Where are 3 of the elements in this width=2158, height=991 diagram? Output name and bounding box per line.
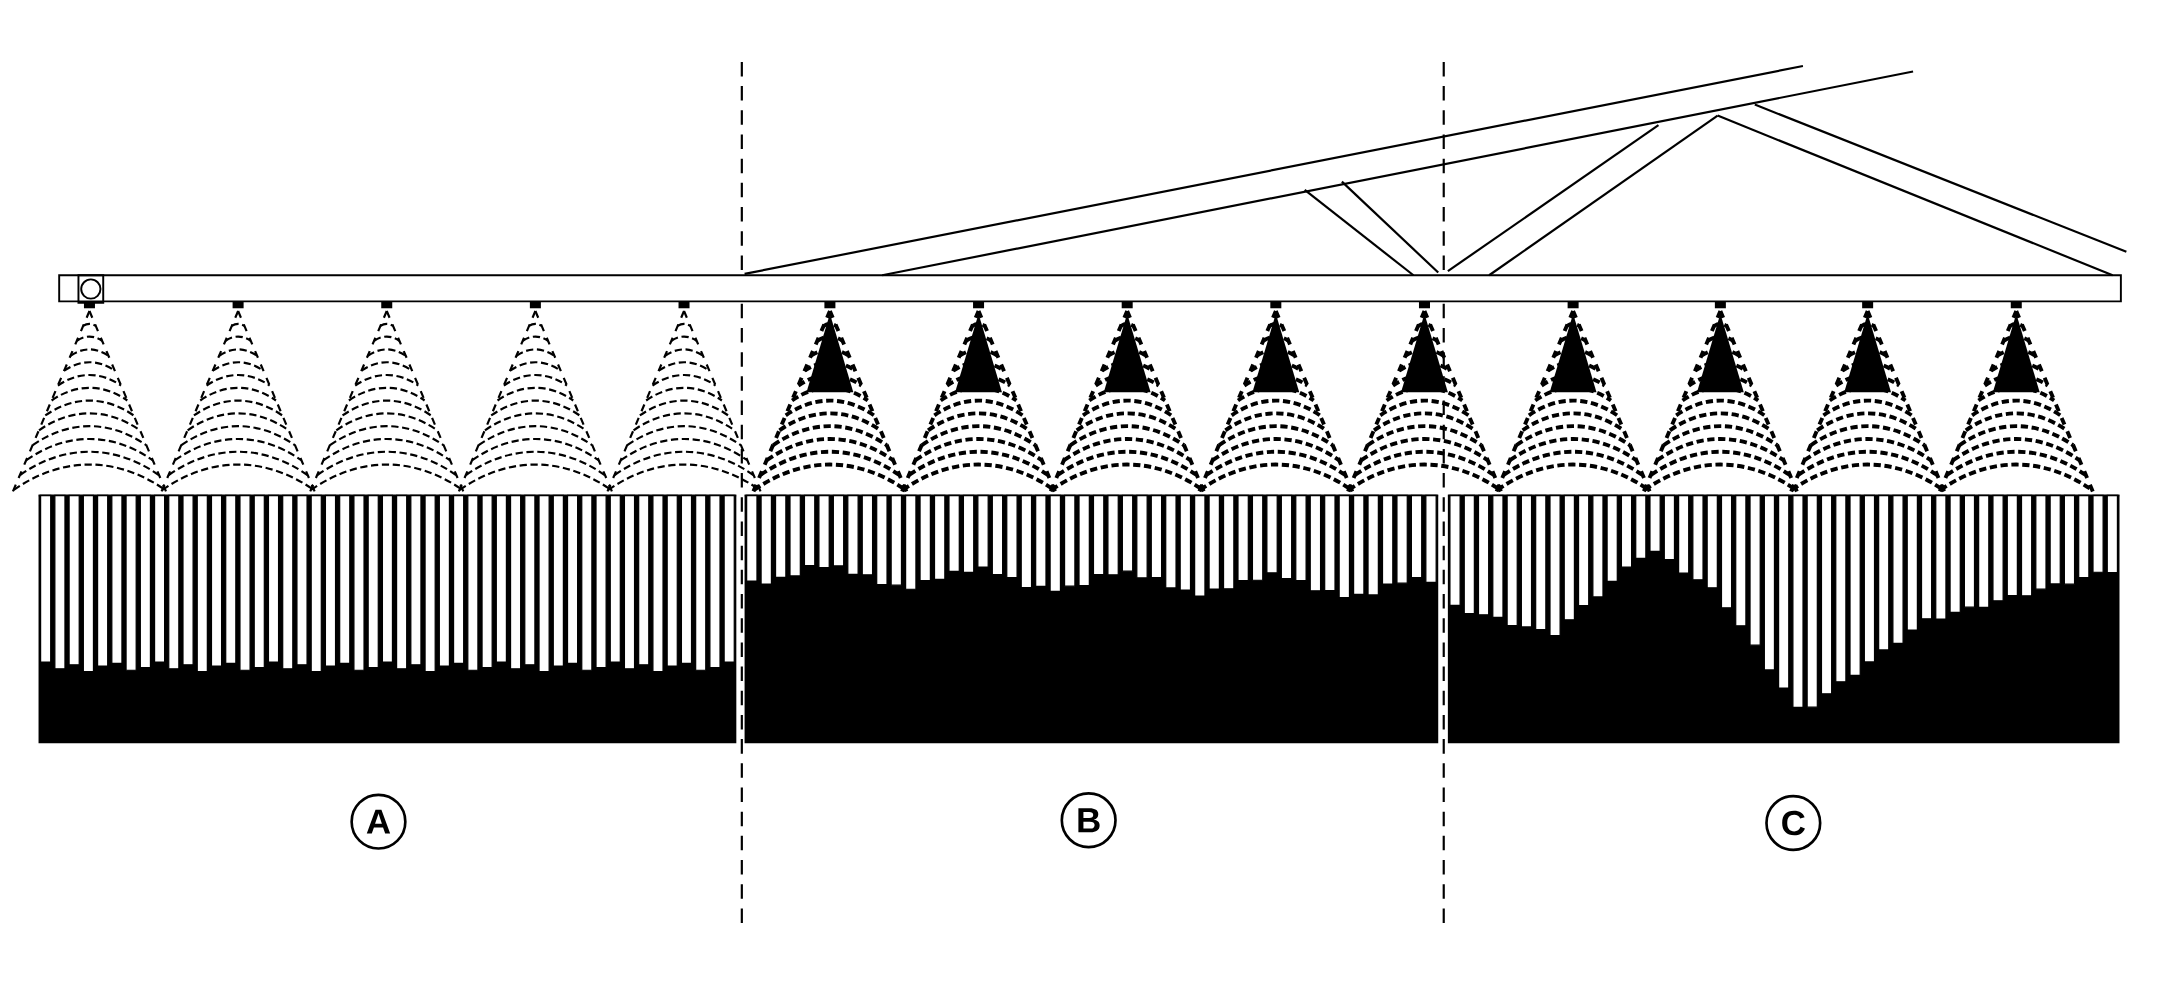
circled-letter: A <box>350 793 407 850</box>
circled-letter: B <box>1060 792 1117 849</box>
circled-letter: C <box>1765 794 1822 852</box>
